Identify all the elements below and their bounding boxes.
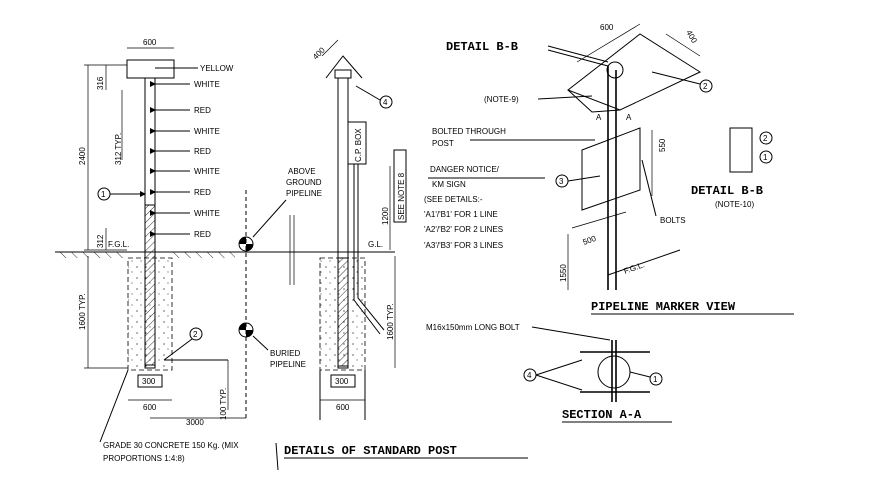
gl-label: G.L. <box>368 240 383 249</box>
dim-offset: 3000 <box>186 418 204 427</box>
detail-bb-group: 2 1 DETAIL B-B (NOTE-10) <box>691 127 773 209</box>
band-label: RED <box>194 147 211 156</box>
dim-cp-cap: 400 <box>311 45 327 61</box>
dim-marker-cap-len: 600 <box>600 23 614 32</box>
marker-callout-b: 3 <box>559 177 564 186</box>
marker-callout-a: 2 <box>703 82 708 91</box>
section-callout-left: 4 <box>527 371 532 380</box>
cp-box <box>347 121 367 165</box>
see-details-label: (SEE DETAILS:- <box>424 195 483 204</box>
band-label: WHITE <box>194 127 220 136</box>
section-post-pipe <box>597 355 631 389</box>
dim-marker-cap-wid: 400 <box>684 29 699 46</box>
cp-post-group: C.P. BOX 400 4 1200 SEE NOTE 8 G.L. 1600… <box>311 39 407 420</box>
concrete-note: GRADE 30 CONCRETE 150 Kg. (MIX <box>103 441 239 450</box>
detail-bb-note: (NOTE-10) <box>715 200 754 209</box>
dim-base-width: 600 <box>143 403 157 412</box>
dim-post-width: 300 <box>142 377 156 386</box>
band-label: WHITE <box>194 167 220 176</box>
km-sign-label: KM SIGN <box>432 180 466 189</box>
cp-callout: 4 <box>383 98 388 107</box>
concrete-foundation <box>127 257 173 371</box>
bolted-label: BOLTED THROUGH <box>432 127 506 136</box>
detail-bb-label: DETAIL B-B <box>446 40 518 54</box>
callout-number: 1 <box>101 190 106 199</box>
band-label: YELLOW <box>200 64 234 73</box>
marker-cap-plate <box>566 33 702 111</box>
post-cap <box>126 59 175 79</box>
dim-embed-depth: 1600 TYP. <box>78 293 87 330</box>
bolted-label-2: POST <box>432 139 454 148</box>
dim-cp-height: 1200 <box>381 207 390 225</box>
dim-plate-w: 500 <box>582 234 598 247</box>
danger-plate <box>581 127 641 211</box>
dim-cp-base: 600 <box>336 403 350 412</box>
standard-post-title: DETAILS OF STANDARD POST <box>284 444 457 458</box>
cp-cable <box>353 164 381 335</box>
standard-post-group: YELLOW WHITE RED WHITE RED WHITE RED WHI… <box>55 38 528 471</box>
band-leaders <box>150 67 198 237</box>
detail-callout-bottom: 1 <box>763 153 768 162</box>
dim-cp-embed: 1600 TYP. <box>386 303 395 340</box>
dim-top-band: 316 <box>96 76 105 90</box>
detail-callout-top: 2 <box>763 134 768 143</box>
post-width-box <box>137 374 163 388</box>
line3-label: 'A3'/'B3' FOR 3 LINES <box>424 241 503 250</box>
dim-bottom-band: 312 <box>96 234 105 248</box>
concrete-note: PROPORTIONS 1:4:8) <box>103 454 185 463</box>
marker-view-group: DETAIL B-B 600 400 2 (NOTE-9) 550 500 BO… <box>424 23 794 315</box>
marker-fgl: F.G.L. <box>623 260 646 276</box>
section-aa-group: M16x150mm LONG BOLT 4 1 SECTION A-A <box>426 323 672 423</box>
band-label: RED <box>194 106 211 115</box>
fgl-label: F.G.L. <box>108 240 129 249</box>
dim-cp-post: 300 <box>335 377 349 386</box>
callout-number: 2 <box>193 330 198 339</box>
note9-label: (NOTE-9) <box>484 95 519 104</box>
dim-cap-width: 600 <box>143 38 157 47</box>
dim-total-height: 2400 <box>78 147 87 165</box>
band-label: RED <box>194 230 211 239</box>
section-callout-right: 1 <box>653 375 658 384</box>
bolts-label: BOLTS <box>660 216 686 225</box>
dim-plate-h: 550 <box>658 138 667 152</box>
dim-buried-depth: 100 TYP. <box>219 388 228 420</box>
ground-hatch <box>170 252 235 258</box>
section-arrow-label: A <box>626 113 632 122</box>
detail-bb-title: DETAIL B-B <box>691 184 763 198</box>
detail-bb-plate <box>729 127 753 173</box>
band-label: WHITE <box>194 80 220 89</box>
line1-label: 'A1'/'B1' FOR 1 LINE <box>424 210 498 219</box>
callout-bubble <box>189 327 203 341</box>
cp-box-label: C.P. BOX <box>354 128 363 162</box>
dim-marker-embed: 1550 <box>559 264 568 282</box>
ground-hatch <box>55 252 125 258</box>
band-label: RED <box>194 188 211 197</box>
section-arrow-label: A <box>596 113 602 122</box>
band-label: WHITE <box>194 209 220 218</box>
dim-band-spacing: 312 TYP. <box>114 133 123 165</box>
danger-label: DANGER NOTICE/ <box>430 165 500 174</box>
bolt-label: M16x150mm LONG BOLT <box>426 323 520 332</box>
section-aa-title: SECTION A-A <box>562 408 642 422</box>
line2-label: 'A2'/'B2' FOR 2 LINES <box>424 225 503 234</box>
cp-post-cap <box>325 55 363 79</box>
marker-view-title: PIPELINE MARKER VIEW <box>591 300 736 314</box>
see-note-label: SEE NOTE 8 <box>397 172 406 220</box>
